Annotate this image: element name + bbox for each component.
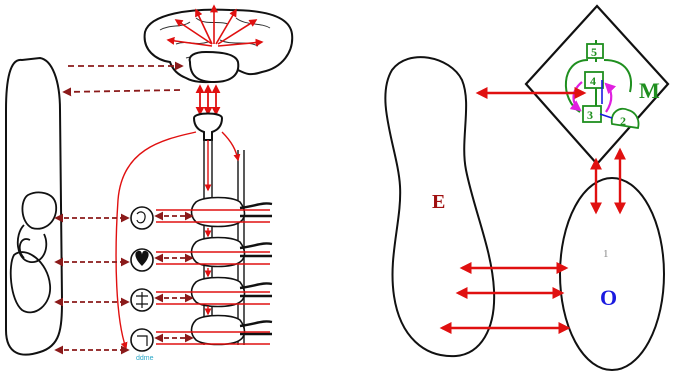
env-organism-arrows bbox=[442, 268, 568, 328]
organ-shape bbox=[11, 239, 50, 312]
ganglion-caption: ddme bbox=[136, 355, 154, 362]
brainstem-arrows bbox=[200, 86, 216, 114]
organism-index-label: 1 bbox=[603, 248, 609, 260]
segment-nerves bbox=[240, 203, 272, 334]
mind-box-2-label: 2 bbox=[620, 114, 626, 128]
midbrain bbox=[190, 52, 239, 82]
mind-box-3-label: 3 bbox=[587, 108, 593, 122]
red-pathways bbox=[116, 132, 270, 348]
organ-shape bbox=[22, 192, 56, 228]
environment-label: E bbox=[432, 191, 445, 213]
body-ganglia-arrows bbox=[56, 216, 192, 350]
brainstem bbox=[194, 114, 222, 141]
organism-label: O bbox=[600, 285, 617, 310]
ganglion bbox=[131, 207, 153, 229]
left-diagram: ddme bbox=[6, 6, 292, 362]
ganglion bbox=[131, 329, 153, 351]
mind-box-5-label: 5 bbox=[591, 45, 597, 59]
ganglion-symbols bbox=[136, 212, 148, 346]
spinal-segment bbox=[192, 316, 245, 345]
body-outline bbox=[6, 58, 62, 355]
brain-body-arrows bbox=[64, 66, 182, 92]
organism-shape bbox=[560, 178, 664, 370]
organ-shape bbox=[18, 225, 47, 262]
ganglia bbox=[131, 207, 153, 351]
right-diagram: E 1 O M 5 4 3 2 bbox=[385, 6, 668, 370]
mind-box-4-label: 4 bbox=[590, 74, 596, 88]
spinal-segments bbox=[192, 198, 245, 345]
mind-label: M bbox=[639, 78, 660, 103]
